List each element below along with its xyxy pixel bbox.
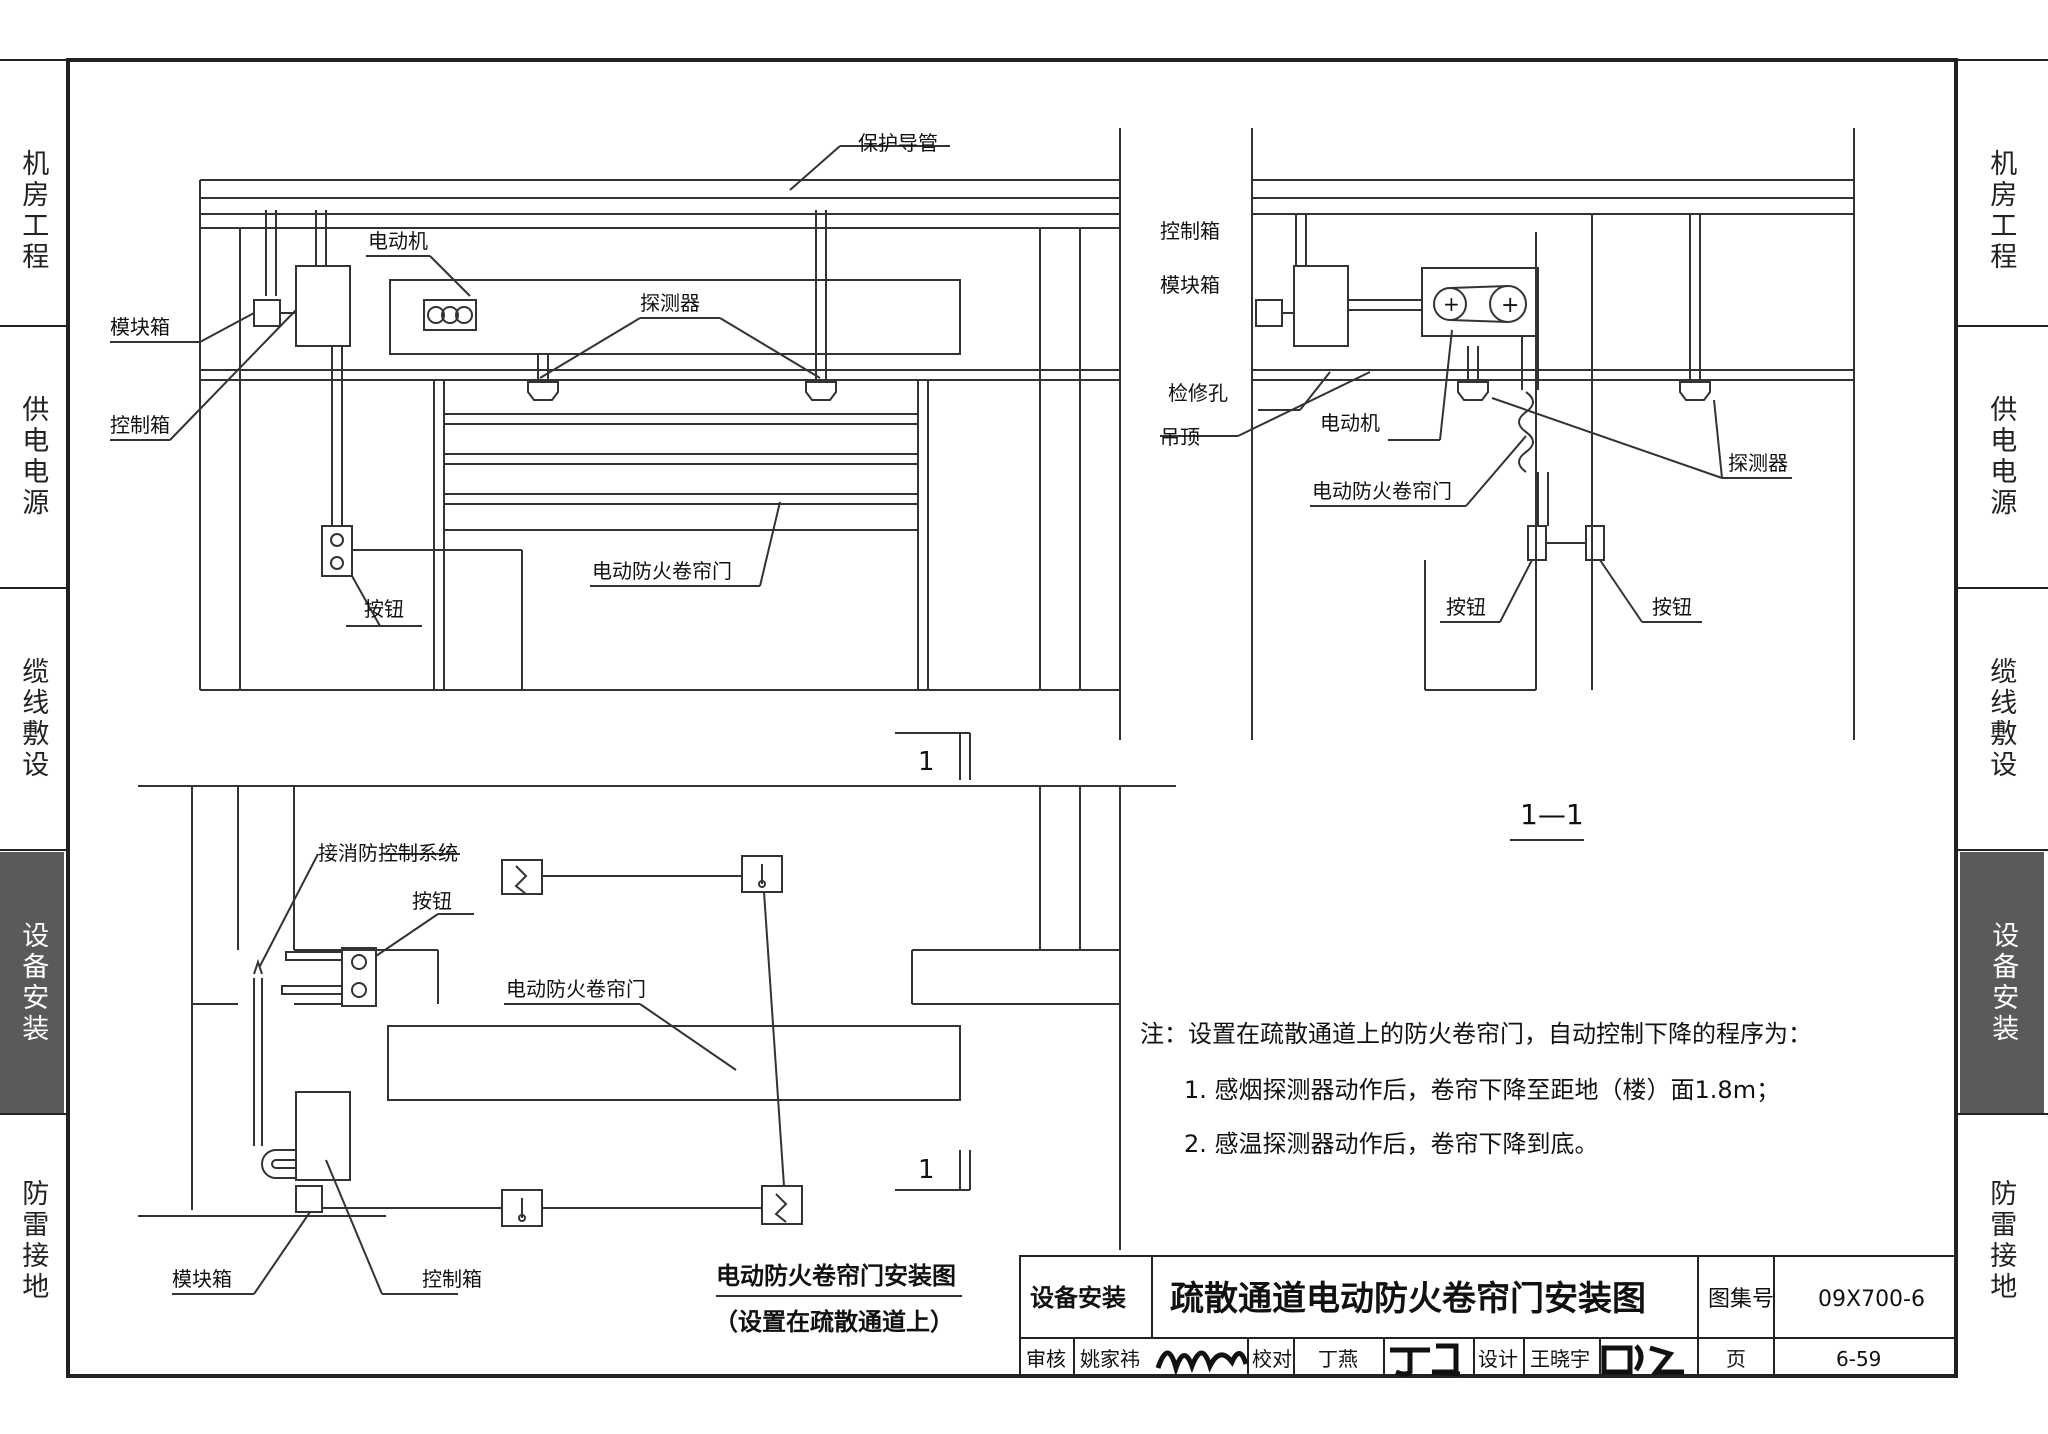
tb-drawing-title: 疏散通道电动防火卷帘门安装图: [1170, 1279, 1646, 1319]
tb-designer: 王晓宇: [1530, 1347, 1590, 1371]
label-module-box-plan: 模块箱: [172, 1267, 232, 1291]
smoke-detector-plan-1: [501, 859, 543, 895]
side-tab-lightning-grounding-right[interactable]: 防雷接地: [1985, 1179, 2017, 1303]
notes-item-2: 2. 感温探测器动作后，卷帘下降到底。: [1184, 1130, 1599, 1158]
heat-detector-plan-1: [741, 855, 783, 893]
detector-elevation-2: [805, 381, 837, 401]
side-tab-computer-room[interactable]: 机房工程: [17, 149, 49, 273]
tb-review-label: 审核: [1026, 1347, 1066, 1371]
section-title: 1—1: [1520, 798, 1584, 831]
title-block: [1019, 1255, 1957, 1377]
label-button-section-right: 按钮: [1652, 595, 1692, 619]
shutter-drum-housing: [389, 279, 961, 355]
side-tab-cabling-right[interactable]: 缆线敷设: [1985, 657, 2017, 781]
smoke-detector-plan-2: [761, 1185, 803, 1225]
label-control-box-elevation: 控制箱: [110, 413, 170, 437]
label-motor-section: 电动机: [1320, 411, 1380, 435]
tb-check-label: 校对: [1252, 1347, 1292, 1371]
tb-page-no: 6-59: [1836, 1347, 1881, 1371]
plan-caption-subtitle: （设置在疏散通道上）: [714, 1308, 954, 1336]
tb-atlas-label: 图集号: [1708, 1287, 1774, 1312]
label-motor-elevation: 电动机: [368, 229, 428, 253]
label-detector-section: 探测器: [1728, 451, 1788, 475]
designer-signature: [1601, 1344, 1684, 1375]
section-view: ++: [1160, 128, 1855, 841]
side-tab-equipment-install[interactable]: 设备安装: [0, 852, 64, 1114]
control-box-plan: [295, 1091, 351, 1181]
side-tab-lightning-grounding[interactable]: 防雷接地: [17, 1179, 49, 1303]
detector-elevation-1: [527, 381, 559, 401]
label-fire-control-link: 接消防控制系统: [318, 841, 458, 865]
label-module-box-elevation: 模块箱: [110, 315, 170, 339]
shutter-door-plan: [387, 1025, 961, 1101]
label-ceiling: 吊顶: [1160, 425, 1200, 449]
label-shutter-door-plan: 电动防火卷帘门: [506, 977, 646, 1001]
side-tab-equipment-install-right[interactable]: 设备安装: [1960, 852, 2044, 1114]
detector-section-1: [1457, 381, 1489, 401]
svg-text:+: +: [1443, 292, 1460, 316]
label-control-box-plan: 控制箱: [422, 1267, 482, 1291]
side-tab-computer-room-right[interactable]: 机房工程: [1985, 149, 2017, 273]
tb-design-label: 设计: [1478, 1347, 1518, 1371]
control-box-section: [1293, 265, 1349, 347]
svg-text:+: +: [1501, 293, 1519, 318]
side-tab-power-supply[interactable]: 供电电源: [17, 395, 49, 519]
notes-item-1: 1. 感烟探测器动作后，卷帘下降至距地（楼）面1.8m；: [1184, 1076, 1780, 1104]
notes-heading: 注：设置在疏散通道上的防火卷帘门，自动控制下降的程序为：: [1140, 1020, 1812, 1048]
side-tab-cabling[interactable]: 缆线敷设: [17, 657, 49, 781]
button-section-right: [1585, 525, 1605, 561]
shutter-curtain-section: [1518, 391, 1534, 473]
label-shutter-door-elevation: 电动防火卷帘门: [592, 559, 732, 583]
label-button-section-left: 按钮: [1446, 595, 1486, 619]
tb-reviewer: 姚家祎: [1080, 1347, 1140, 1371]
plan-view: [138, 785, 1176, 1297]
detector-section-2: [1679, 381, 1711, 401]
elevation-view: [110, 128, 1121, 780]
label-module-box-section: 模块箱: [1160, 273, 1220, 297]
tb-category: 设备安装: [1030, 1284, 1126, 1312]
section-mark-top: 1: [918, 747, 935, 777]
module-box-section: [1255, 299, 1283, 327]
plan-caption-title: 电动防火卷帘门安装图: [716, 1262, 956, 1290]
side-tab-power-supply-right[interactable]: 供电电源: [1985, 395, 2017, 519]
label-detector-elevation: 探测器: [640, 291, 700, 315]
tb-atlas-no: 09X700-6: [1818, 1287, 1925, 1312]
checker-signature: [1390, 1343, 1461, 1377]
motor-section: [1421, 267, 1539, 337]
tb-page-label: 页: [1726, 1347, 1746, 1371]
signatures: [1155, 1343, 1684, 1377]
reviewer-signature: [1155, 1350, 1249, 1377]
button-plan: [341, 947, 377, 1007]
control-box-elevation: [295, 265, 351, 347]
motor-elevation: [423, 299, 477, 331]
label-button-plan: 按钮: [412, 889, 452, 913]
module-box-elevation: [253, 299, 281, 327]
label-protective-conduit: 保护导管: [858, 131, 938, 155]
tb-checker: 丁燕: [1318, 1347, 1358, 1371]
section-mark-bottom: 1: [918, 1155, 935, 1185]
label-control-box-section: 控制箱: [1160, 219, 1220, 243]
label-shutter-door-section: 电动防火卷帘门: [1312, 479, 1452, 503]
label-access-hole: 检修孔: [1168, 381, 1228, 405]
module-box-plan: [295, 1185, 323, 1213]
label-button-elevation: 按钮: [364, 597, 404, 621]
